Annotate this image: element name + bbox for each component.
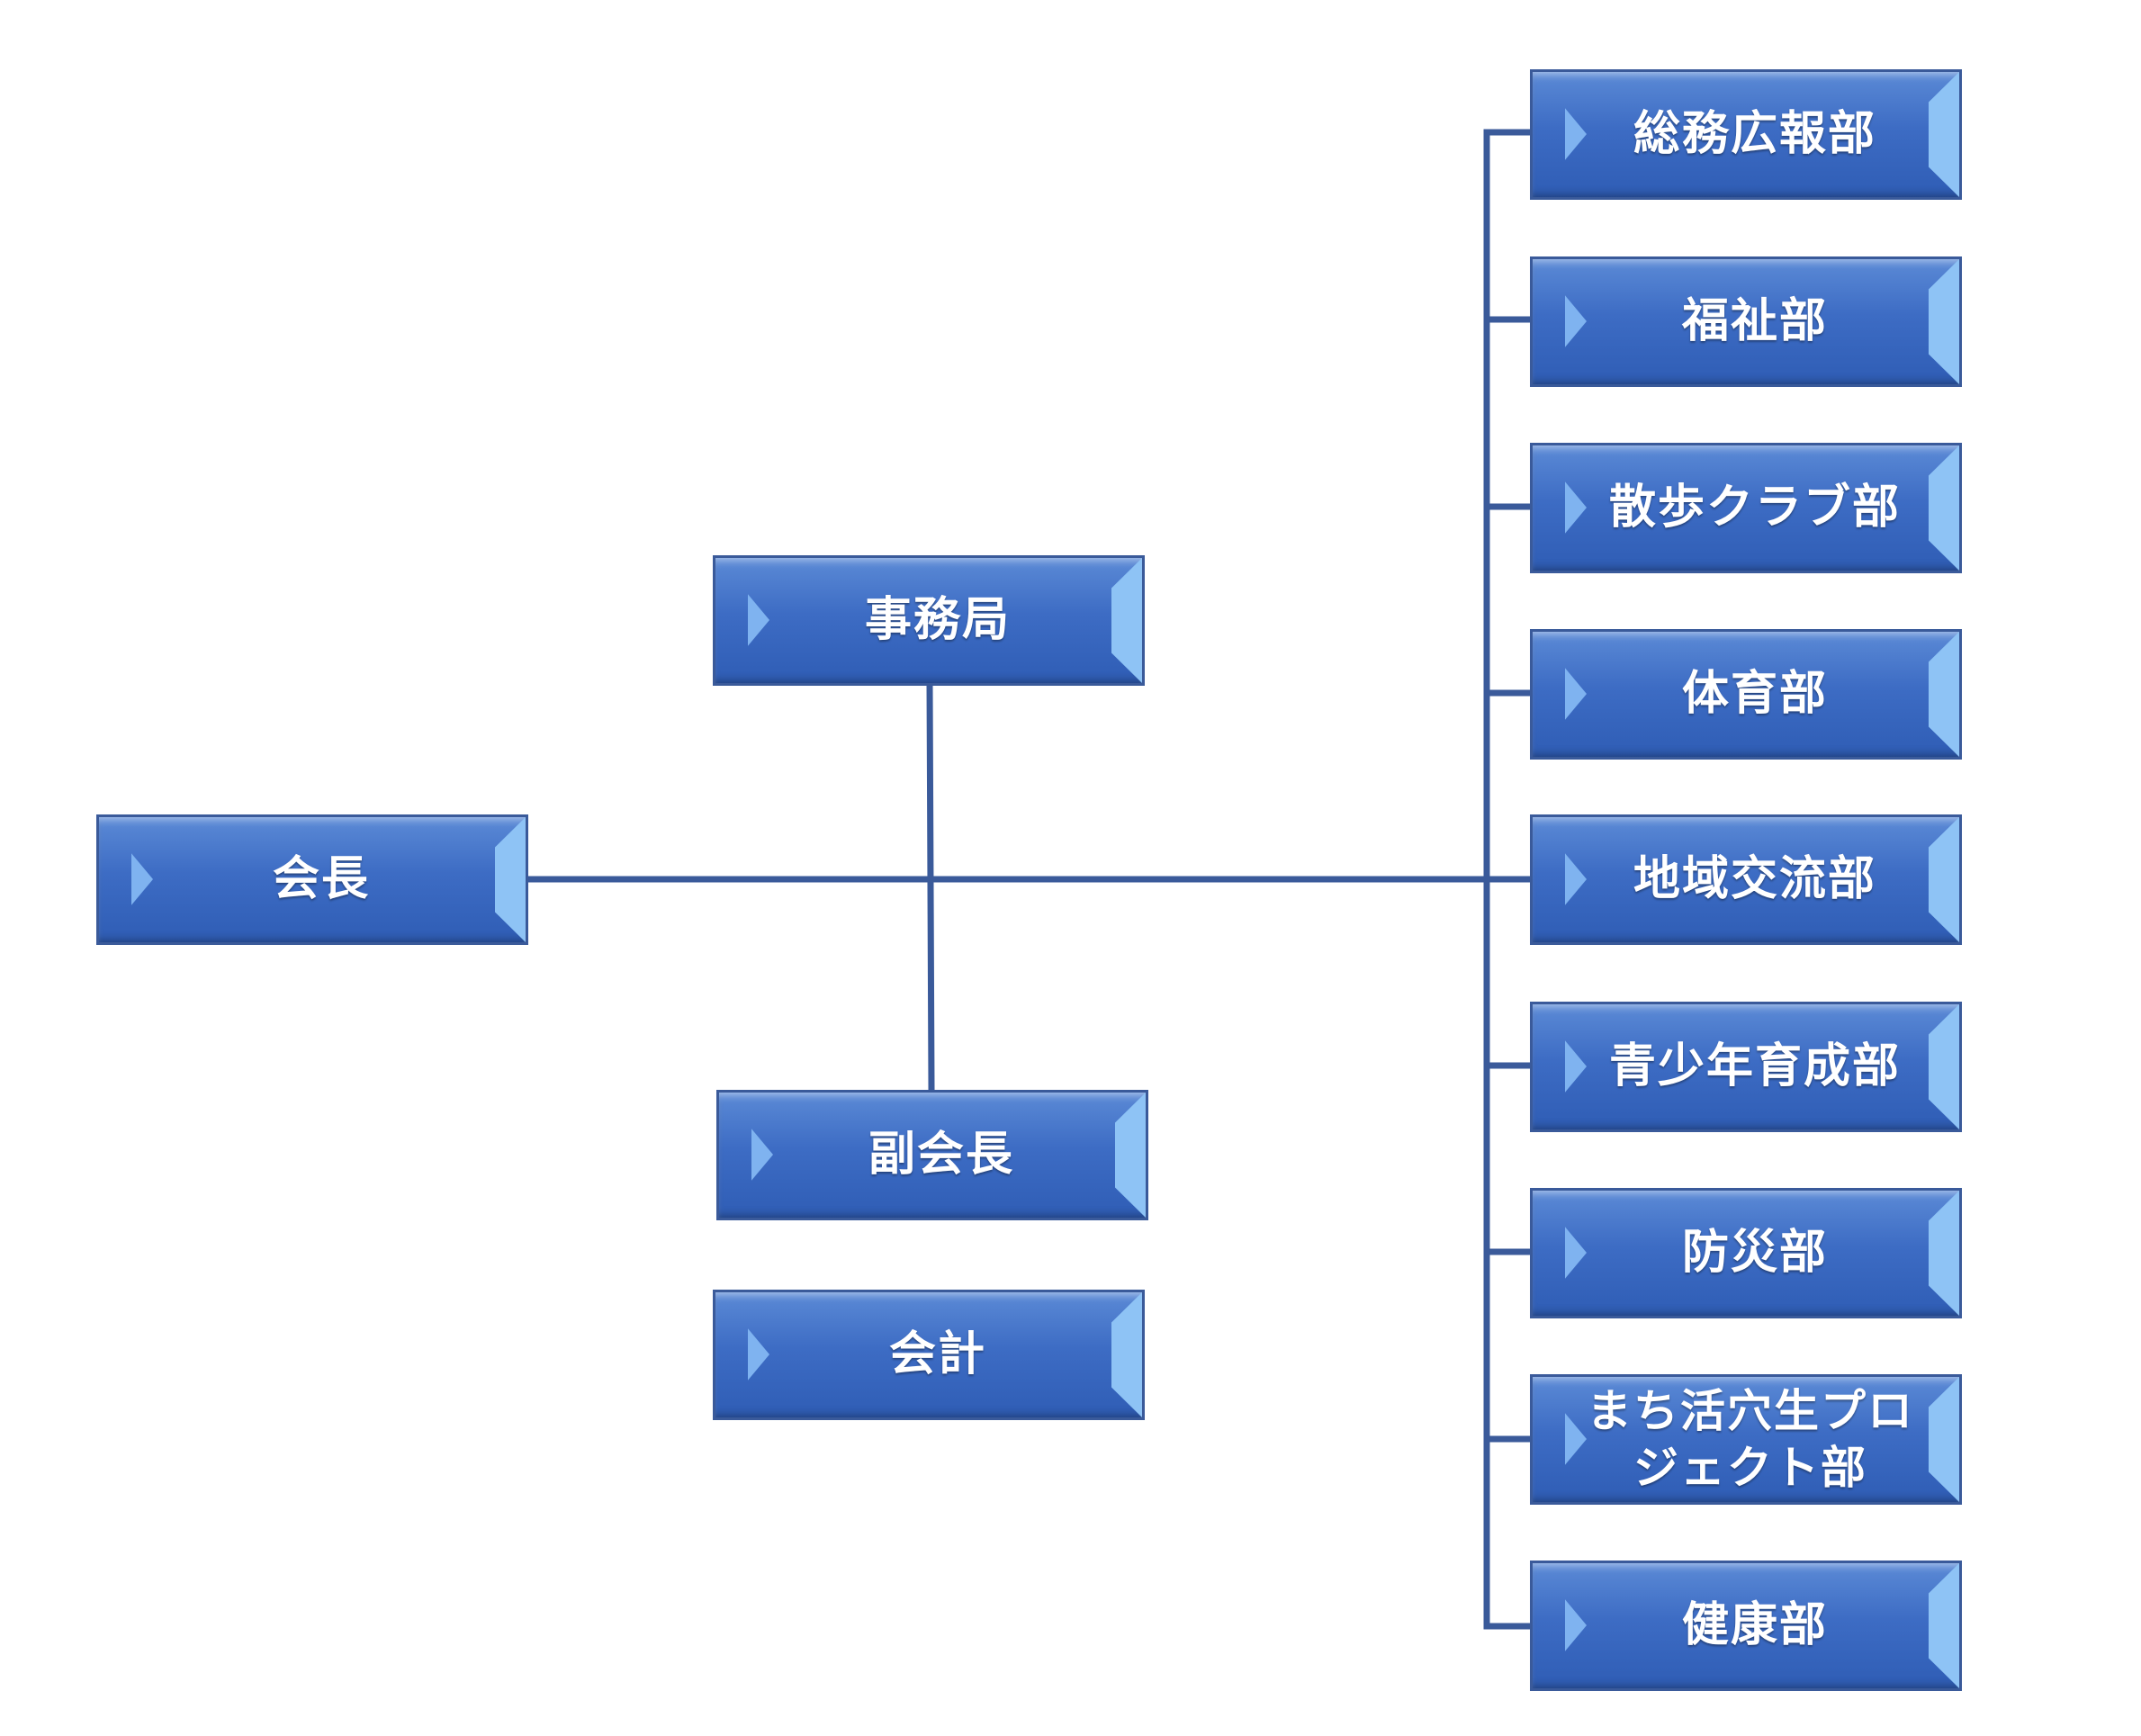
node-department: 福祉部 [1530,256,1962,387]
triangle-marker-icon [1565,1227,1587,1279]
bevel-edge-icon [1929,1377,1959,1502]
node-secretariat: 事務局 [713,555,1145,686]
node-label: 散歩クラブ部 [1608,481,1901,535]
bevel-edge-icon [1929,72,1959,197]
node-label: 副会長 [868,1128,1014,1182]
officer-spine-line [926,680,935,1093]
node-department: まち活穴生プロジェクト部 [1530,1374,1962,1505]
triangle-marker-icon [1565,1599,1587,1651]
triangle-marker-icon [1565,1413,1587,1465]
bevel-edge-icon [1929,1191,1959,1316]
triangle-marker-icon [748,594,769,646]
node-accounting: 会計 [713,1290,1145,1420]
node-label: 事務局 [864,593,1011,647]
bevel-edge-icon [1929,1004,1959,1129]
bevel-edge-icon [1929,1563,1959,1688]
bevel-edge-icon [1929,632,1959,757]
bevel-edge-icon [1929,259,1959,384]
node-vice-president: 副会長 [716,1090,1148,1220]
node-department: 健康部 [1530,1561,1962,1691]
node-label: 健康部 [1681,1598,1828,1652]
bevel-edge-icon [1929,445,1959,571]
triangle-marker-icon [1565,108,1587,160]
node-label: 地域交流部 [1633,852,1876,906]
triangle-marker-icon [751,1129,773,1181]
node-label: 会計 [888,1327,986,1381]
bevel-edge-icon [495,817,526,942]
node-label: 総務広報部 [1633,107,1876,161]
triangle-marker-icon [748,1328,769,1381]
triangle-marker-icon [1565,295,1587,347]
triangle-marker-icon [1565,1040,1587,1093]
node-department: 防災部 [1530,1188,1962,1318]
node-label: 会長 [272,852,370,906]
triangle-marker-icon [1565,481,1587,534]
node-department: 散歩クラブ部 [1530,443,1962,573]
node-department: 体育部 [1530,629,1962,760]
node-department: 地域交流部 [1530,814,1962,945]
node-label: 体育部 [1681,667,1828,721]
bevel-edge-icon [1111,558,1142,683]
node-label: 防災部 [1681,1226,1828,1280]
triangle-marker-icon [131,853,153,905]
bevel-edge-icon [1111,1292,1142,1417]
node-label: まち活穴生プロジェクト部 [1587,1385,1914,1494]
node-department: 青少年育成部 [1530,1002,1962,1132]
triangle-marker-icon [1565,668,1587,720]
node-label: 青少年育成部 [1608,1039,1901,1093]
node-president: 会長 [96,814,528,945]
bevel-edge-icon [1115,1093,1146,1218]
node-department: 総務広報部 [1530,69,1962,200]
node-label: 福祉部 [1681,294,1828,348]
bevel-edge-icon [1929,817,1959,942]
triangle-marker-icon [1565,853,1587,905]
